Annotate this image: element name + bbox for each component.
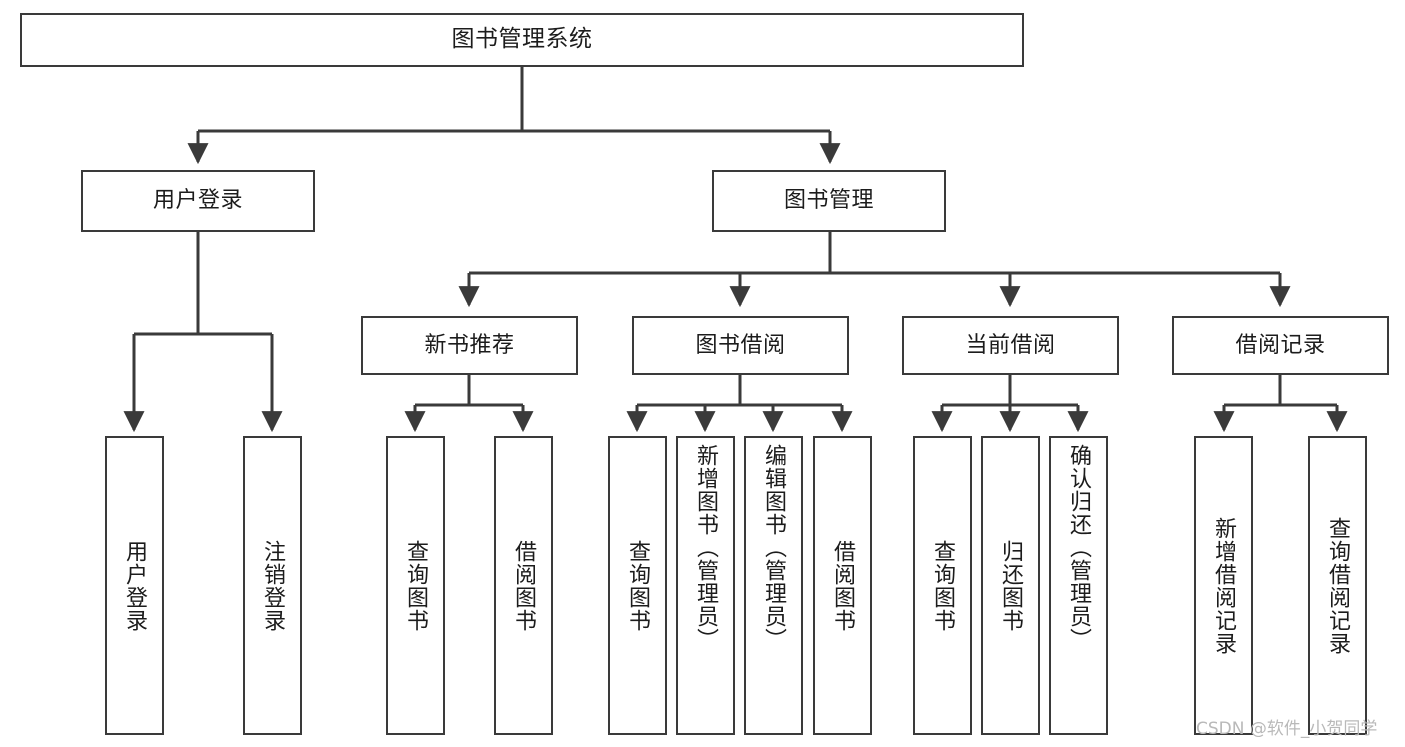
node-leaf-return-book[interactable]: 归还图书 [981, 436, 1040, 735]
node-leaf-query-book-3-label: 查询图书 [930, 539, 956, 632]
node-leaf-query-book-3[interactable]: 查询图书 [913, 436, 972, 735]
node-leaf-confirm-return[interactable]: 确认归还（管理员） [1049, 436, 1108, 735]
node-book-manage-label: 图书管理 [783, 188, 874, 214]
node-leaf-user-login[interactable]: 用户登录 [105, 436, 164, 735]
node-new-book-recommend-label: 新书推荐 [424, 332, 515, 358]
node-leaf-user-logout-label: 注销登录 [260, 539, 286, 632]
node-root-label: 图书管理系统 [451, 26, 593, 53]
node-leaf-user-logout[interactable]: 注销登录 [243, 436, 302, 735]
node-leaf-return-book-label: 归还图书 [998, 539, 1024, 632]
node-leaf-borrow-book-2-label: 借阅图书 [830, 539, 856, 632]
node-leaf-confirm-return-label: 确认归还（管理员） [1066, 444, 1092, 651]
node-leaf-borrow-book-2[interactable]: 借阅图书 [813, 436, 872, 735]
node-current-borrow[interactable]: 当前借阅 [902, 316, 1119, 375]
node-leaf-borrow-book-1[interactable]: 借阅图书 [494, 436, 553, 735]
node-leaf-query-book-2[interactable]: 查询图书 [608, 436, 667, 735]
node-user-login-label: 用户登录 [152, 188, 243, 214]
node-leaf-add-record-label: 新增借阅记录 [1211, 516, 1237, 655]
node-leaf-query-book-1[interactable]: 查询图书 [386, 436, 445, 735]
node-leaf-query-book-2-label: 查询图书 [625, 539, 651, 632]
node-borrow-record-label: 借阅记录 [1235, 332, 1326, 358]
node-leaf-query-record-label: 查询借阅记录 [1325, 516, 1351, 655]
watermark-text: CSDN @软件_小贺同学 [1196, 719, 1378, 739]
node-leaf-query-book-1-label: 查询图书 [403, 539, 429, 632]
node-leaf-add-book-label: 新增图书（管理员） [693, 444, 719, 651]
node-leaf-add-record[interactable]: 新增借阅记录 [1194, 436, 1253, 735]
node-leaf-user-login-label: 用户登录 [122, 539, 148, 632]
node-borrow-record[interactable]: 借阅记录 [1172, 316, 1389, 375]
node-leaf-edit-book[interactable]: 编辑图书（管理员） [744, 436, 803, 735]
node-leaf-borrow-book-1-label: 借阅图书 [511, 539, 537, 632]
node-book-borrow[interactable]: 图书借阅 [632, 316, 849, 375]
node-new-book-recommend[interactable]: 新书推荐 [361, 316, 578, 375]
node-leaf-edit-book-label: 编辑图书（管理员） [761, 444, 787, 651]
node-leaf-query-record[interactable]: 查询借阅记录 [1308, 436, 1367, 735]
node-book-manage[interactable]: 图书管理 [712, 170, 946, 232]
node-user-login[interactable]: 用户登录 [81, 170, 315, 232]
node-root[interactable]: 图书管理系统 [20, 13, 1024, 67]
node-leaf-add-book[interactable]: 新增图书（管理员） [676, 436, 735, 735]
node-current-borrow-label: 当前借阅 [965, 332, 1056, 358]
node-book-borrow-label: 图书借阅 [695, 332, 786, 358]
